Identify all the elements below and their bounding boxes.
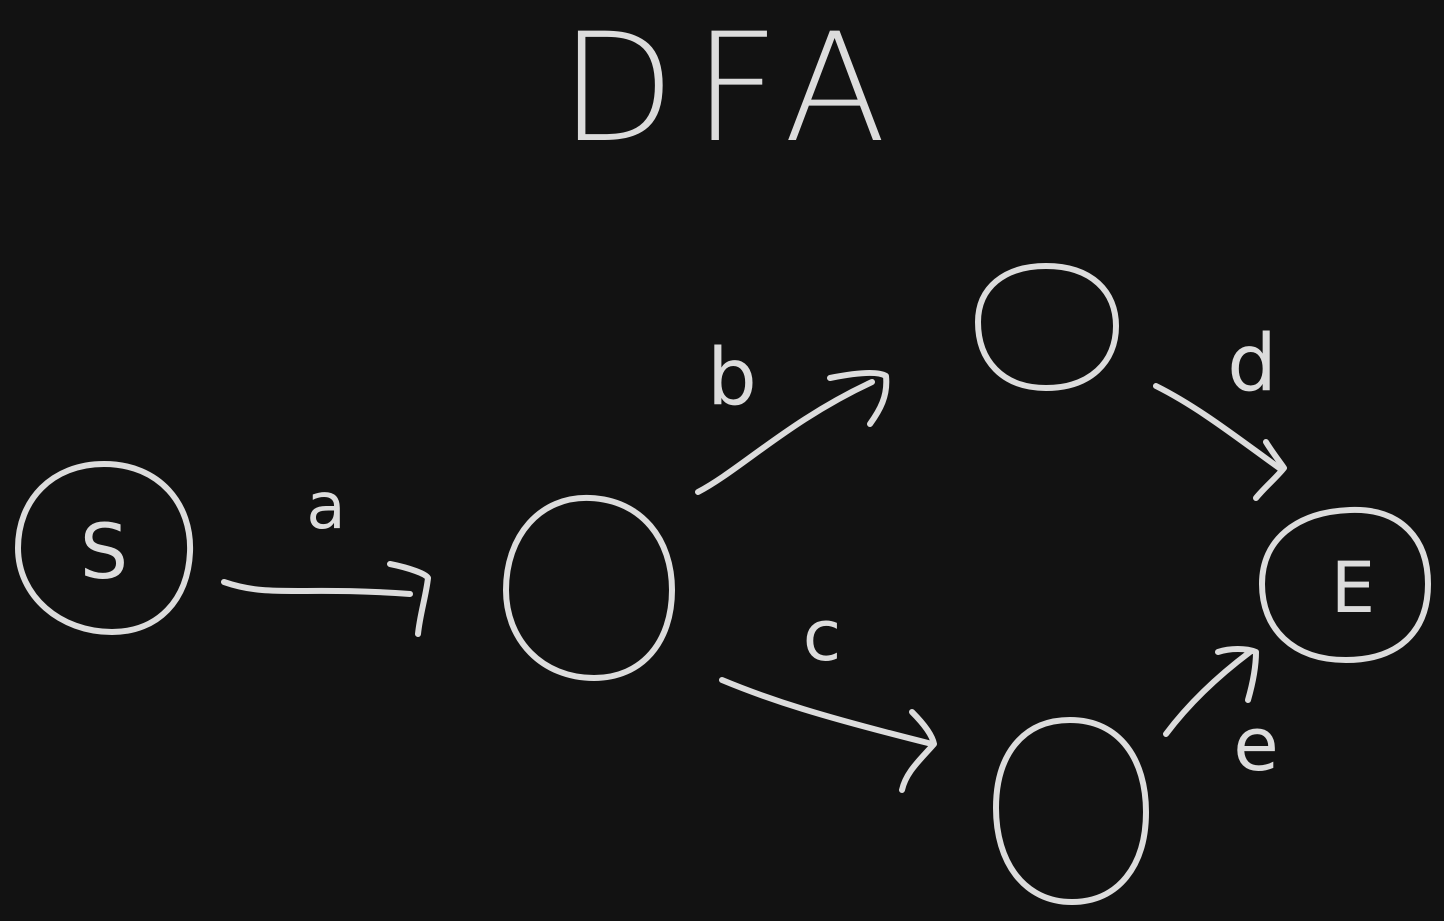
diagram-title: DFA: [560, 2, 905, 176]
transition-a-line: [221, 579, 413, 597]
transition-e-line: [1163, 649, 1253, 737]
transition-d: d: [1153, 319, 1287, 501]
state-end: E: [1259, 506, 1431, 663]
state-q3: [993, 717, 1149, 905]
transition-c: c: [719, 595, 937, 793]
transition-e-arrowhead: [1215, 646, 1259, 703]
transition-b-label: b: [707, 333, 757, 423]
transition-d-arrowhead: [1253, 439, 1287, 501]
state-q1-circle: [503, 494, 675, 681]
state-q2: [975, 263, 1119, 391]
transition-a: a: [221, 470, 431, 637]
transition-e-label: e: [1233, 702, 1279, 788]
state-end-circle: [1259, 506, 1431, 663]
state-start-circle: [15, 461, 194, 635]
transition-c-label: c: [803, 595, 842, 677]
state-start-label: S: [80, 507, 128, 596]
state-q1: [503, 494, 675, 681]
transition-d-line: [1153, 383, 1285, 473]
transition-c-arrowhead: [899, 709, 937, 793]
transition-d-label: d: [1227, 319, 1277, 409]
state-q2-circle: [975, 263, 1119, 391]
transition-a-arrowhead: [387, 561, 431, 637]
state-end-label: E: [1331, 547, 1375, 629]
transition-b-arrowhead: [827, 369, 890, 427]
transition-e: e: [1163, 646, 1279, 788]
transition-a-label: a: [306, 470, 345, 544]
state-start: S: [15, 461, 194, 635]
state-q3-circle: [993, 717, 1149, 905]
transition-c-line: [719, 677, 935, 747]
transition-b: b: [695, 333, 890, 495]
transition-b-line: [695, 379, 875, 495]
